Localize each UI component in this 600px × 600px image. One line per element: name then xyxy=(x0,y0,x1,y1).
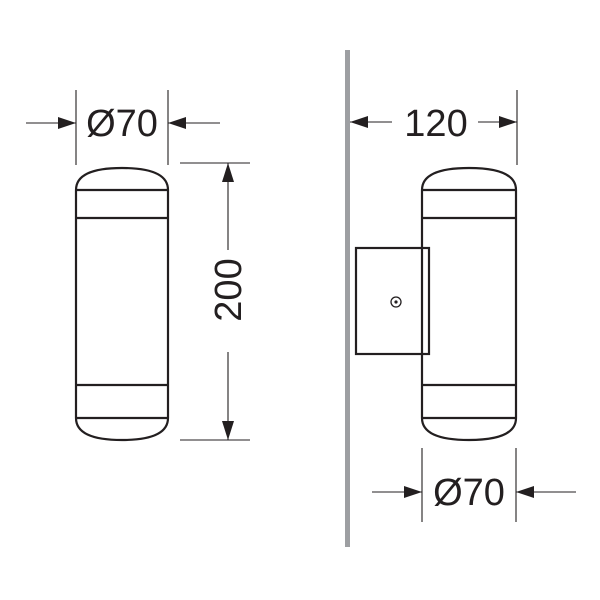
arrowhead xyxy=(168,117,186,129)
front-width-dimension: Ø70 xyxy=(26,90,220,165)
side-diameter-label: Ø70 xyxy=(433,472,505,514)
side-view: 120 Ø70 xyxy=(345,50,576,547)
screw-icon xyxy=(390,296,402,308)
screw-center xyxy=(394,300,398,304)
arrowhead xyxy=(58,117,76,129)
front-height-label: 200 xyxy=(208,258,250,321)
wall xyxy=(345,50,350,547)
front-diameter-label: Ø70 xyxy=(86,103,158,145)
arrowhead xyxy=(516,486,534,498)
front-view: Ø70 200 xyxy=(26,90,250,442)
side-diameter-dimension: Ø70 xyxy=(372,448,576,522)
mounting-bracket xyxy=(354,246,431,356)
arrowhead xyxy=(350,116,368,128)
arrowhead xyxy=(404,486,422,498)
side-depth-dimension: 120 xyxy=(350,90,518,165)
arrowhead xyxy=(499,116,517,128)
side-body-outline xyxy=(420,166,518,442)
front-height-dimension: 200 xyxy=(180,162,250,441)
arrowhead xyxy=(222,421,234,440)
front-body-outline xyxy=(74,166,170,442)
arrowhead xyxy=(222,163,234,182)
side-depth-label: 120 xyxy=(404,103,467,145)
